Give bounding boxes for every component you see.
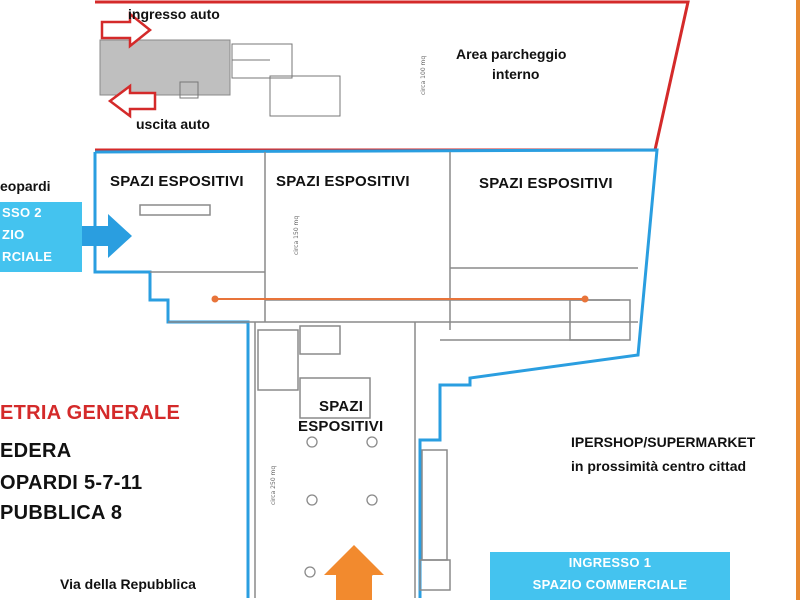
ingresso-2-line3: RCIALE: [2, 249, 53, 264]
ipershop-line2: in prossimità centro cittad: [571, 458, 747, 474]
room-label-3: SPAZI ESPOSITIVI: [479, 175, 613, 192]
measure-end-right: [581, 295, 589, 303]
ingresso-auto-arrow: [100, 11, 153, 49]
ingresso-1-box: INGRESSO 1 SPAZIO COMMERCIALE: [490, 552, 730, 600]
room-label-4-line1: SPAZI: [319, 398, 364, 415]
parking-label-1: Area parcheggio: [456, 46, 567, 62]
dim-top: circa 100 mq: [420, 56, 427, 95]
room-label-2: SPAZI ESPOSITIVI: [276, 173, 410, 190]
room-label-1: SPAZI ESPOSITIVI: [110, 173, 244, 190]
right-edge-border: [796, 0, 800, 600]
street-bottom-label: Via della Repubblica: [60, 576, 196, 592]
ingresso-auto-label: ingresso auto: [128, 6, 220, 22]
parking-structures: [99, 39, 341, 117]
dim-middle: circa 150 mq: [293, 216, 300, 255]
exhibition-outline-right: [94, 148, 659, 598]
ingresso-1-line1: INGRESSO 1: [568, 555, 652, 570]
legend-title: ETRIA GENERALE: [0, 402, 181, 424]
dim-bottom: circa 250 mq: [270, 466, 277, 505]
ingresso-1-line2: SPAZIO COMMERCIALE: [532, 577, 688, 592]
measure-end-left: [211, 295, 219, 303]
via-leopardi-label: eopardi: [0, 178, 51, 194]
interior-walls: [139, 152, 638, 598]
ingresso-2-line1: SSO 2: [2, 205, 42, 220]
ingresso-1-arrow: [324, 545, 384, 600]
parking-label-2: interno: [492, 66, 540, 82]
ingresso-2-arrow: [82, 214, 132, 258]
exhibition-outline: [93, 152, 250, 598]
legend-addr-1: EDERA: [0, 440, 72, 462]
legend-addr-3: PUBBLICA 8: [0, 502, 123, 524]
ingresso-2-box: SSO 2 ZIO RCIALE: [0, 202, 82, 272]
legend-addr-2: OPARDI 5-7-11: [0, 472, 143, 494]
uscita-auto-label: uscita auto: [136, 116, 210, 132]
uscita-auto-arrow: [107, 83, 157, 119]
ingresso-2-line2: ZIO: [2, 227, 25, 242]
ipershop-line1: IPERSHOP/SUPERMARKET: [571, 434, 756, 450]
columns: [304, 436, 378, 578]
room-label-4-line2: ESPOSITIVI: [298, 418, 384, 435]
